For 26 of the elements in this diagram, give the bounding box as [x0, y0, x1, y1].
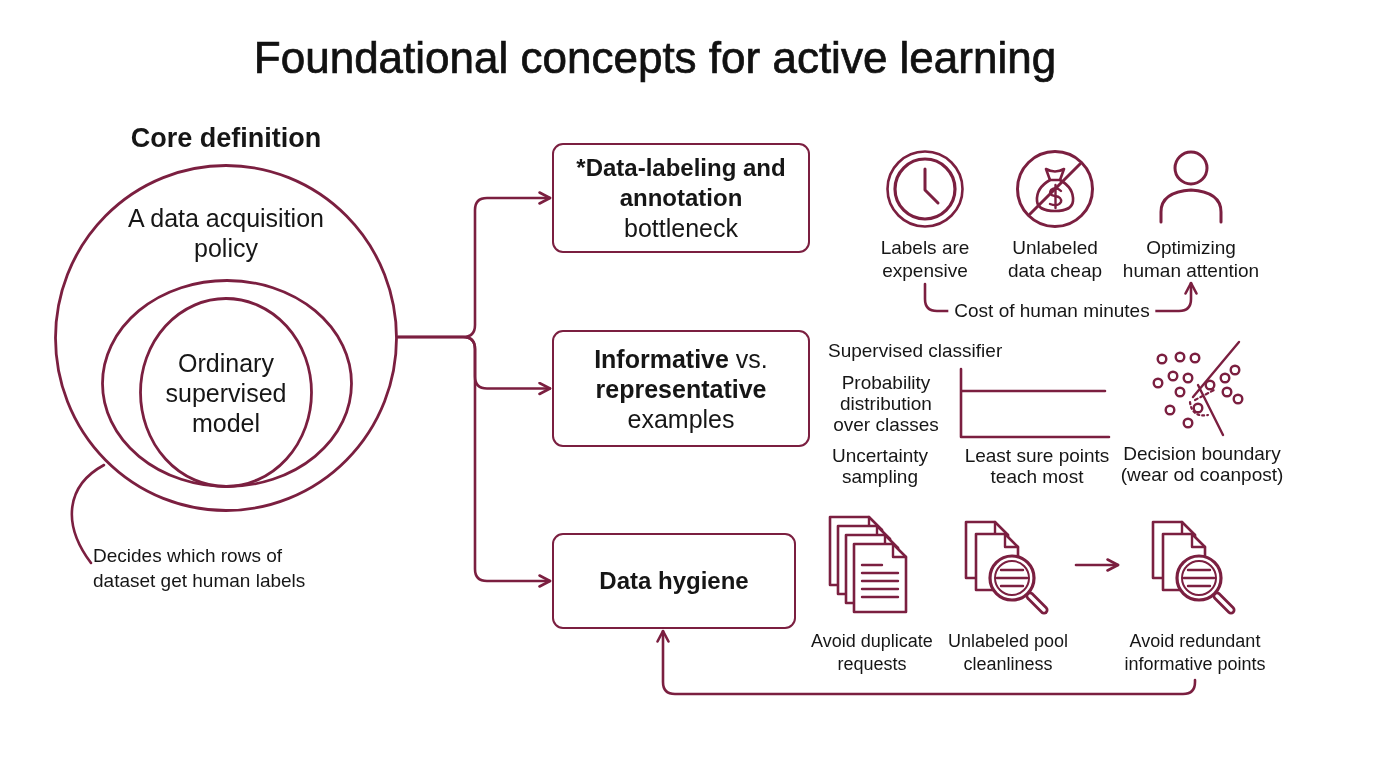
box-title: *Data-labeling and annotation [575, 153, 787, 213]
icon-caption: Unlabeled data cheap [1007, 236, 1103, 282]
annotation-text: Decides which rows of dataset get human labels [93, 544, 307, 593]
text-label: Decision boundary (wear od coanpost) [1119, 443, 1285, 485]
section-heading: Core definition [130, 122, 322, 155]
process-box [552, 533, 796, 629]
process-box [552, 143, 810, 253]
text-label: Least sure points teach most [963, 445, 1111, 487]
diagram-title: Foundational concepts for active learning [252, 32, 1058, 84]
text-label: Probability distribution over classes [832, 372, 940, 435]
icon-caption: Labels are expensive [879, 236, 971, 282]
icon-caption: Unlabeled pool cleanliness [946, 630, 1070, 676]
box-text: Informative vs. representative examples [593, 343, 769, 434]
arrow [396, 335, 552, 588]
process-box [552, 330, 810, 447]
circle-label: Ordinary supervised model [164, 348, 288, 438]
box-text: bottleneck [624, 213, 738, 243]
box-title: Data hygiene [599, 566, 749, 596]
icon-caption: Avoid duplicate requests [810, 630, 934, 676]
icon-caption: Avoid redundant informative points [1123, 630, 1267, 676]
arrow [1074, 558, 1120, 572]
circle-label: A data acquisition policy [127, 203, 325, 263]
leader-line [70, 463, 106, 565]
text-label: Uncertainty sampling [830, 445, 930, 487]
text-label: Supervised classifier [828, 340, 1004, 361]
icon-caption: Optimizing human attention [1121, 236, 1261, 282]
